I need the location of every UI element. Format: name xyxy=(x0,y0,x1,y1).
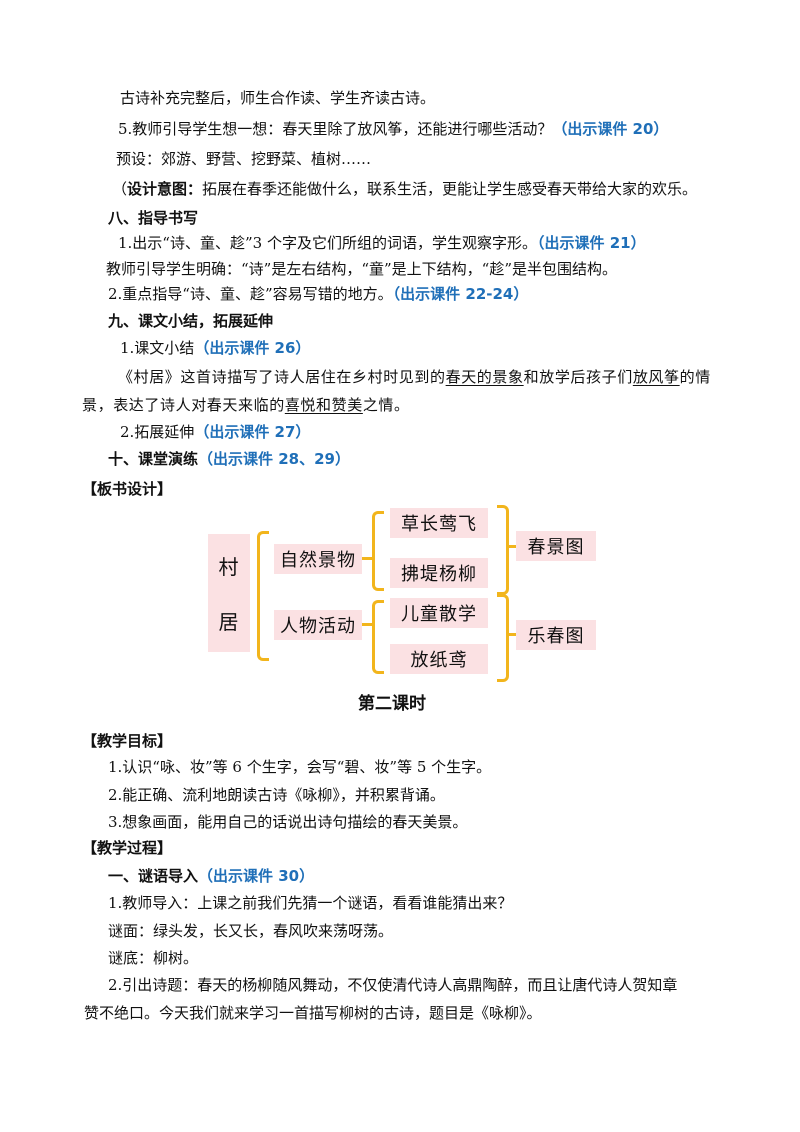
connector-natural xyxy=(362,557,372,560)
lesson-title: 第二课时 xyxy=(358,694,426,714)
line-text: 2.拓展延伸 xyxy=(120,423,195,441)
line-text: 的情 xyxy=(679,368,711,386)
section-heading: 九、课文小结，拓展延伸 xyxy=(108,312,274,330)
section-heading: 八、指导书写 xyxy=(108,209,199,227)
courseware-ref: （出示课件 30） xyxy=(198,867,315,885)
connector-joy xyxy=(506,633,516,636)
line-text: 之情。 xyxy=(362,396,410,414)
board-title-bottom: 居 xyxy=(218,610,240,634)
item-children: 儿童散学 xyxy=(390,598,488,628)
line-text: 和放学后孩子们 xyxy=(523,368,633,386)
paragraph-line: 2.重点指导“诗、童、趁”容易写错的地方。（出示课件 22-24） xyxy=(108,284,528,304)
paragraph-line: 谜面：绿头发，长又长，春风吹来荡呀荡。 xyxy=(108,922,394,940)
paragraph-line: 1.课文小结（出示课件 26） xyxy=(120,338,310,358)
line-text: 《村居》这首诗描写了诗人居住在乡村时见到的 xyxy=(118,368,446,386)
paragraph-line: 教师引导学生明确：“诗”是左右结构，“童”是上下结构，“趁”是半包围结构。 xyxy=(106,260,618,278)
paragraph-line: 赞不绝口。今天我们就来学习一首描写柳树的古诗，题目是《咏柳》。 xyxy=(84,1004,542,1022)
courseware-ref: （出示课件 26） xyxy=(194,339,311,357)
courseware-ref: （出示课件 22-24） xyxy=(392,285,529,303)
courseware-ref: （出示课件 21） xyxy=(536,234,646,252)
courseware-ref: （出示课件 27） xyxy=(194,423,311,441)
goal-item: 1.认识“咏、妆”等 6 个生字，会写“碧、妆”等 5 个生字。 xyxy=(108,758,492,776)
item-willows: 拂堤杨柳 xyxy=(390,558,488,588)
brace-main xyxy=(257,531,269,661)
goal-item: 3.想象画面，能用自己的话说出诗句描绘的春天美景。 xyxy=(108,813,468,831)
line-text: 景，表达了诗人对春天来临的 xyxy=(82,396,285,414)
section-heading: 十、课堂演练（出示课件 28、29） xyxy=(108,449,350,469)
item-kites: 放纸鸢 xyxy=(390,644,488,674)
line-text: 1.出示“诗、童、趁”3 个字及它们所组的词语，学生观察字形。 xyxy=(118,234,537,252)
board-design-heading: 【板书设计】 xyxy=(82,480,173,498)
design-intent-label: 设计意图： xyxy=(127,180,203,198)
connector-people xyxy=(362,623,372,626)
goal-item: 2.能正确、流利地朗读古诗《咏柳》，并积累背诵。 xyxy=(108,786,445,804)
line-text: 1.课文小结 xyxy=(120,339,195,357)
connector-spring xyxy=(506,545,516,548)
brace-joy-scene xyxy=(497,594,509,682)
summary-line: 《村居》这首诗描写了诗人居住在乡村时见到的春天的景象和放学后孩子们放风筝的情 xyxy=(118,367,711,387)
brace-natural-items xyxy=(372,511,384,591)
paragraph-line: 预设：郊游、野营、挖野菜、植树…… xyxy=(116,150,372,168)
board-title-box: 村 居 xyxy=(208,534,250,652)
courseware-ref: （出示课件 28、29） xyxy=(198,450,350,468)
item-grass-orioles: 草长莺飞 xyxy=(390,508,488,538)
paragraph-line: 2.引出诗题：春天的杨柳随风舞动，不仅使清代诗人高鼎陶醉，而且让唐代诗人贺知章 xyxy=(108,976,678,994)
summary-line: 景，表达了诗人对春天来临的喜悦和赞美之情。 xyxy=(82,395,410,415)
section-heading: 一、谜语导入（出示课件 30） xyxy=(108,866,314,886)
paragraph-line: 1.出示“诗、童、趁”3 个字及它们所组的词语，学生观察字形。（出示课件 21） xyxy=(118,233,646,253)
paragraph-line: 1.教师导入：上课之前我们先猜一个谜语，看看谁能猜出来？ xyxy=(108,894,513,912)
underlined-phrase: 春天的景象 xyxy=(445,368,524,386)
result-joy-scene: 乐春图 xyxy=(516,620,596,650)
paragraph-line: 谜底：柳树。 xyxy=(108,949,199,967)
category-people: 人物活动 xyxy=(274,610,362,640)
goals-heading: 【教学目标】 xyxy=(82,732,173,750)
design-intent: （设计意图：拓展在春季还能做什么，联系生活，更能让学生感受春天带给大家的欢乐。 xyxy=(112,179,697,199)
design-intent-text: 拓展在春季还能做什么，联系生活，更能让学生感受春天带给大家的欢乐。 xyxy=(202,180,698,198)
line-text: 5.教师引导学生想一想：春天里除了放风筝，还能进行哪些活动？ xyxy=(118,120,553,138)
category-natural: 自然景物 xyxy=(274,544,362,574)
board-title-top: 村 xyxy=(218,555,240,579)
paragraph-line: 2.拓展延伸（出示课件 27） xyxy=(120,422,310,442)
underlined-phrase: 放风筝 xyxy=(632,368,680,386)
brace-spring-scene xyxy=(497,505,509,595)
paragraph-line: 古诗补充完整后，师生合作读、学生齐读古诗。 xyxy=(120,89,436,107)
section-heading-text: 一、谜语导入 xyxy=(108,867,199,885)
section-heading-text: 十、课堂演练 xyxy=(108,450,199,468)
paragraph-line: 5.教师引导学生想一想：春天里除了放风筝，还能进行哪些活动？（出示课件 20） xyxy=(118,119,668,139)
result-spring-scene: 春景图 xyxy=(516,531,596,561)
process-heading: 【教学过程】 xyxy=(82,839,173,857)
courseware-ref: （出示课件 20） xyxy=(552,120,669,138)
line-text: 2.重点指导“诗、童、趁”容易写错的地方。 xyxy=(108,285,393,303)
paren: （ xyxy=(112,180,128,198)
underlined-phrase: 喜悦和赞美 xyxy=(284,396,363,414)
brace-people-items xyxy=(372,600,384,674)
